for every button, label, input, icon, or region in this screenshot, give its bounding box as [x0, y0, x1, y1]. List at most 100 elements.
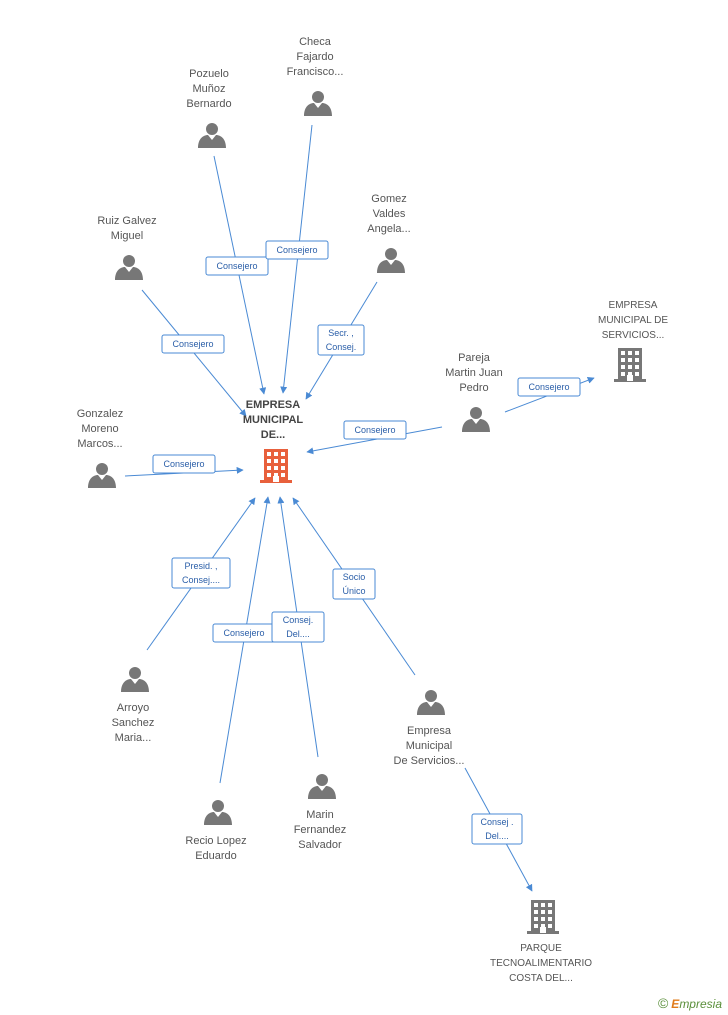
building-icon[interactable] [614, 348, 646, 382]
node-label-line: SERVICIOS... [602, 330, 665, 341]
node-label-line: Checa [299, 36, 332, 48]
edge-label-box [517, 377, 581, 397]
edge-label-checa-to-center[interactable]: Consejero [265, 240, 329, 260]
node-label-line: Marcos... [77, 438, 122, 450]
node-label-line: Recio Lopez [185, 835, 246, 847]
edges-layer [124, 124, 595, 892]
person-node-gomez[interactable]: GomezValdesAngela... [367, 193, 411, 273]
node-label-line: DE... [261, 429, 285, 441]
node-label-line: Muñoz [192, 83, 225, 95]
nodes-layer: EMPRESA MUNICIPAL DE... ChecaFajardoFrancis… [77, 36, 669, 984]
person-icon[interactable] [462, 407, 490, 432]
edge-label-empresa_mun-to-parque[interactable]: Consej .Del.... [471, 813, 523, 845]
edge-label-text: Consejero [276, 245, 317, 255]
edge-label-text: Socio [343, 572, 366, 582]
edge-label-text: Secr. , [328, 328, 354, 338]
edge-label-box [343, 420, 407, 440]
edge-label-pozuelo-to-center[interactable]: Consejero [205, 256, 269, 276]
edge-label-pareja-to-emp_servicios[interactable]: Consejero [517, 377, 581, 397]
person-icon[interactable] [377, 248, 405, 273]
watermark: ©Empresia [658, 995, 722, 1011]
node-label-line: Gonzalez [77, 408, 123, 420]
edge-label-pareja-to-center[interactable]: Consejero [343, 420, 407, 440]
edge-label-arroyo-to-center[interactable]: Presid. ,Consej.... [171, 557, 231, 589]
node-label-line: Francisco... [287, 66, 344, 78]
edge-label-text: Del.... [485, 831, 509, 841]
building-icon[interactable] [527, 900, 559, 934]
node-label-line: EMPRESA [246, 399, 300, 411]
node-label-line: Fajardo [296, 51, 333, 63]
node-label-line: TECNOALIMENTARIO [490, 958, 592, 969]
center-building-icon[interactable] [260, 449, 292, 483]
edge-label-ruiz-to-center[interactable]: Consejero [161, 334, 225, 354]
person-icon[interactable] [198, 123, 226, 148]
edge-label-box [271, 611, 325, 643]
person-label-gomez[interactable]: GomezValdesAngela... [367, 193, 410, 235]
node-label-line: Bernardo [186, 98, 231, 110]
node-label-line: Empresa [407, 725, 452, 737]
edge-label-recio-to-center[interactable]: Consejero [212, 623, 276, 643]
person-label-checa[interactable]: ChecaFajardoFrancisco... [287, 36, 344, 78]
node-label-line: Sanchez [112, 717, 155, 729]
node-label-line: Eduardo [195, 850, 237, 862]
person-label-arroyo[interactable]: ArroyoSanchezMaria... [112, 702, 155, 744]
node-label-line: Pedro [459, 382, 488, 394]
edge-label-box [161, 334, 225, 354]
person-label-gonzalez[interactable]: GonzalezMorenoMarcos... [77, 408, 123, 450]
center-company-node[interactable]: EMPRESA MUNICIPAL DE... [243, 399, 304, 483]
node-label-line: Valdes [373, 208, 406, 220]
person-node-arroyo[interactable]: ArroyoSanchezMaria... [112, 667, 155, 744]
edge-label-gonzalez-to-center[interactable]: Consejero [152, 454, 216, 474]
edge-label-text: Presid. , [184, 561, 217, 571]
edge-label-box [171, 557, 231, 589]
copyright-symbol: © [657, 995, 669, 1011]
edge-label-gomez-to-center[interactable]: Secr. , Consej. [317, 324, 365, 356]
person-icon[interactable] [88, 463, 116, 488]
edge-label-box [265, 240, 329, 260]
edge-label-marin-to-center[interactable]: Consej.Del.... [271, 611, 325, 643]
node-label-line: Ruiz Galvez [97, 215, 156, 227]
edge-label-text: Consejero [354, 425, 395, 435]
node-label-line: Marin [306, 809, 334, 821]
node-label-line: Fernandez [294, 824, 347, 836]
node-label-line: MUNICIPAL [243, 414, 304, 426]
person-icon[interactable] [115, 255, 143, 280]
person-icon[interactable] [304, 91, 332, 116]
node-label-line: Pozuelo [189, 68, 229, 80]
edge-label-text: Único [342, 586, 365, 596]
center-company-label[interactable]: EMPRESA MUNICIPAL DE... [243, 399, 304, 441]
edge-label-box [317, 324, 365, 356]
node-label-line: Miguel [111, 230, 143, 242]
edge-label-text: Consejero [528, 382, 569, 392]
edge-label-box [205, 256, 269, 276]
person-icon[interactable] [417, 690, 445, 715]
person-node-gonzalez[interactable]: GonzalezMorenoMarcos... [77, 408, 123, 488]
person-icon[interactable] [121, 667, 149, 692]
node-label-line: Pareja [458, 352, 491, 364]
edge-label-text: Consej. [326, 342, 357, 352]
edge-label-text: Del.... [286, 629, 310, 639]
edge-label-text: Consejero [223, 628, 264, 638]
person-icon[interactable] [204, 800, 232, 825]
node-label-line: Gomez [371, 193, 406, 205]
person-icon[interactable] [308, 774, 336, 799]
person-node-checa[interactable]: ChecaFajardoFrancisco... [287, 36, 344, 116]
